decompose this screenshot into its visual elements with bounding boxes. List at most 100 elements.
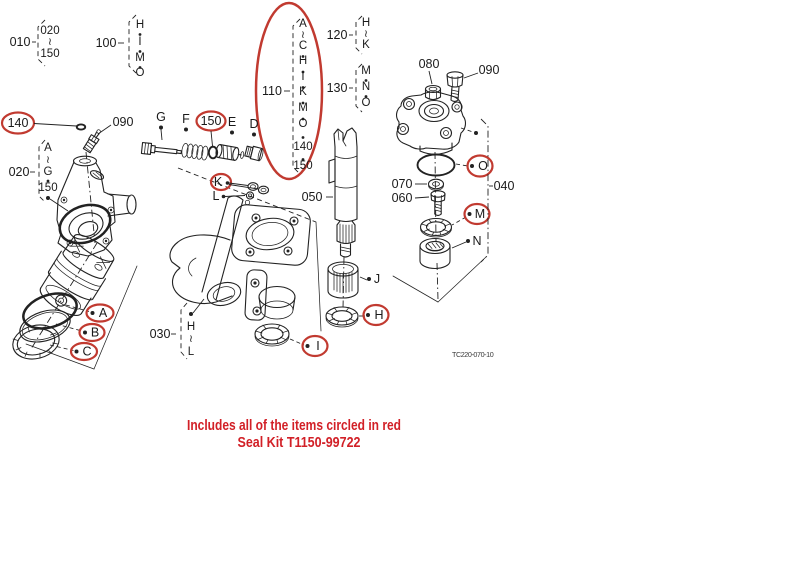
red-circle-B [78, 322, 106, 343]
group-110-item: 140 [293, 141, 312, 153]
part-150-oring [207, 145, 219, 160]
pump-cylinder-drawing [39, 234, 115, 316]
group-010: 010 020 ≀ 150 [10, 19, 60, 67]
part-C-seal [12, 324, 60, 360]
group-010-item: 150 [40, 48, 59, 60]
callout-A: A [65, 303, 115, 323]
red-circle-M [463, 202, 491, 226]
group-100-item: O [136, 67, 145, 79]
part-070-washer: 070 [392, 177, 445, 191]
group-030-bracket [180, 302, 188, 360]
group-020: 020 A ≀ G 150 [9, 139, 69, 212]
valve-body-drawing [56, 155, 137, 257]
label-090-top: 090 [479, 63, 500, 77]
group-110-item: I [301, 71, 304, 83]
label-H: H [374, 308, 383, 322]
group-100-bracket [128, 14, 137, 74]
part-080-nut: 080 [419, 57, 442, 101]
range-squiggle: ≀ [364, 28, 368, 40]
group-130-label: 130 [327, 81, 348, 95]
group-040: 040 [460, 118, 515, 263]
group-120: 120 H ≀ K [327, 15, 370, 55]
group-020-label: 020 [9, 165, 30, 179]
group-110-item: A [299, 18, 307, 30]
range-squiggle: ≀ [301, 29, 305, 41]
group-010-item: 020 [40, 25, 59, 37]
group-020-item: 150 [38, 182, 57, 194]
group-040-label: 040 [494, 179, 515, 193]
group-130: 130 M N O [327, 63, 371, 113]
projection-lines [25, 167, 487, 370]
group-030-label: 030 [150, 327, 171, 341]
group-100-label: 100 [96, 36, 117, 50]
group-100-item: M [135, 52, 145, 64]
callout-C: C [49, 341, 99, 362]
red-circle-I [301, 334, 329, 358]
part-J-bearing [327, 261, 359, 299]
callout-N: N [451, 234, 482, 249]
red-circle-K [209, 172, 233, 192]
callout-M: M [451, 202, 491, 226]
red-circle-O [466, 154, 494, 178]
part-H-seal [325, 306, 359, 328]
range-squiggle: ≀ [46, 154, 50, 166]
label-N: N [472, 234, 481, 248]
part-060-bolt: 060 [392, 190, 446, 217]
label-L: L [213, 189, 220, 203]
group-130-bracket [355, 63, 363, 113]
callout-K: K [209, 172, 270, 195]
group-100-item: I [138, 36, 141, 48]
note-line-2: Seal Kit T1150-99722 [238, 434, 361, 451]
callout-O: O [455, 154, 494, 178]
label-I: I [316, 339, 319, 353]
part-090-bolt-top: 090 [446, 63, 500, 103]
callout-L: L [213, 189, 255, 206]
group-020-bracket [38, 139, 46, 203]
part-A-ring [22, 292, 78, 330]
group-120-item: K [362, 39, 370, 51]
callout-J: J [359, 272, 380, 286]
label-050: 050 [302, 190, 323, 204]
label-F: F [182, 112, 190, 126]
group-130-item: N [362, 81, 370, 93]
label-090-left: 090 [113, 115, 134, 129]
part-M-seal [419, 217, 453, 238]
housing-drawing [169, 195, 311, 321]
group-030: 030 H ≀ L [150, 298, 205, 360]
callout-B: B [55, 322, 106, 343]
group-030-item: L [188, 346, 195, 358]
label-060: 060 [392, 191, 413, 205]
callout-H: H [359, 303, 390, 327]
group-030-item: H [187, 321, 195, 333]
red-circle-A [85, 303, 115, 323]
note-line-1: Includes all of the items circled in red [187, 417, 401, 434]
label-J: J [374, 272, 380, 286]
group-010-bracket [37, 19, 46, 67]
group-040-bracket [480, 118, 489, 263]
label-G: G [156, 110, 166, 124]
group-120-bracket [355, 15, 363, 55]
group-110-item: M [298, 102, 308, 114]
group-100-item: H [136, 19, 144, 31]
label-140: 140 [8, 116, 29, 130]
part-140-ring [75, 123, 87, 131]
label-D: D [249, 117, 258, 131]
part-D: D [244, 117, 264, 162]
group-100: 100 H I M O [96, 14, 145, 79]
group-130-item: O [362, 97, 371, 109]
callout-150: 150 [195, 110, 227, 160]
red-circle-150 [195, 110, 227, 132]
group-130-item: M [361, 65, 371, 77]
group-110-item: 150 [293, 160, 312, 172]
group-020-item: A [44, 142, 52, 154]
red-circle-group-110 [254, 1, 324, 181]
part-050-shaft: 050 [302, 127, 358, 258]
part-O-ring-large [416, 153, 456, 177]
range-squiggle: ≀ [189, 333, 193, 345]
part-I-seal [254, 323, 290, 347]
part-B-oring [19, 309, 71, 343]
group-120-label: 120 [327, 28, 348, 42]
range-squiggle: ≀ [48, 36, 52, 48]
